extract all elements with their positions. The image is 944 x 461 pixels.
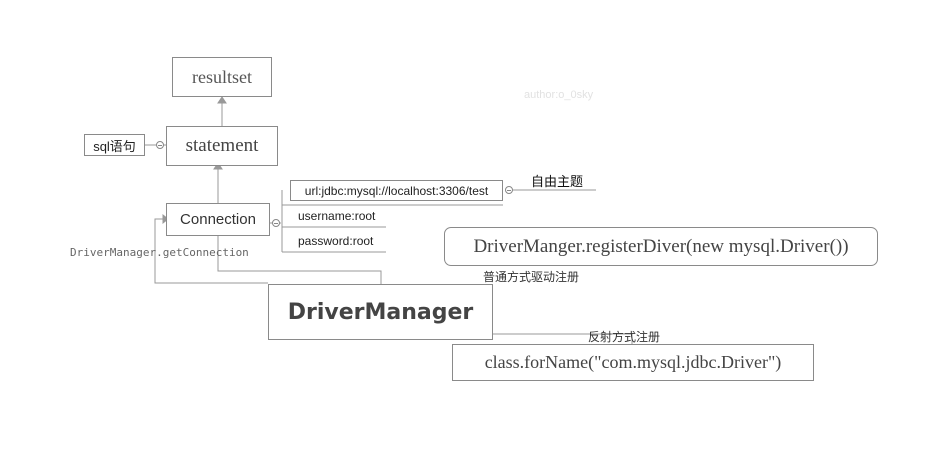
reflect-register-label: 反射方式注册	[588, 328, 660, 345]
collapse-toggle-url[interactable]	[505, 186, 513, 194]
url-label: url:jdbc:mysql://localhost:3306/test	[304, 183, 489, 198]
connection-label: Connection	[180, 211, 256, 228]
driver-manager-node: DriverManager	[268, 284, 493, 340]
sql-node: sql语句	[84, 134, 145, 156]
watermark: author:o_0sky	[524, 89, 593, 101]
free-topic-node: 自由主题	[531, 171, 583, 190]
class-forname-label: class.forName("com.mysql.jdbc.Driver")	[484, 352, 782, 372]
statement-label: statement	[185, 135, 259, 156]
password-label: password:root	[298, 234, 374, 248]
url-node: url:jdbc:mysql://localhost:3306/test	[290, 180, 503, 201]
watermark-text: author:o_0sky	[524, 89, 594, 101]
reflect-register-text: 反射方式注册	[588, 330, 661, 344]
statement-node: statement	[166, 126, 278, 166]
username-node: username:root	[298, 209, 375, 223]
register-driver-label: DriverManger.registerDiver(new mysql.Dri…	[473, 235, 849, 257]
driver-manager-label: DriverManager	[287, 299, 474, 325]
normal-register-text: 普通方式驱动注册	[483, 270, 580, 284]
connection-node: Connection	[166, 203, 270, 236]
collapse-toggle-sql[interactable]	[156, 141, 164, 149]
password-node: password:root	[298, 234, 373, 248]
normal-register-label: 普通方式驱动注册	[483, 268, 579, 285]
collapse-toggle-connection[interactable]	[272, 219, 280, 227]
resultset-label: resultset	[192, 66, 252, 87]
free-topic-label: 自由主题	[531, 174, 584, 189]
get-connection-text: DriverManager.getConnection	[70, 246, 249, 259]
sql-label: sql语句	[93, 138, 136, 154]
class-forname-node: class.forName("com.mysql.jdbc.Driver")	[452, 344, 814, 381]
register-driver-node: DriverManger.registerDiver(new mysql.Dri…	[444, 227, 878, 266]
resultset-node: resultset	[172, 57, 272, 97]
username-label: username:root	[298, 209, 376, 223]
get-connection-label: DriverManager.getConnection	[70, 246, 249, 259]
